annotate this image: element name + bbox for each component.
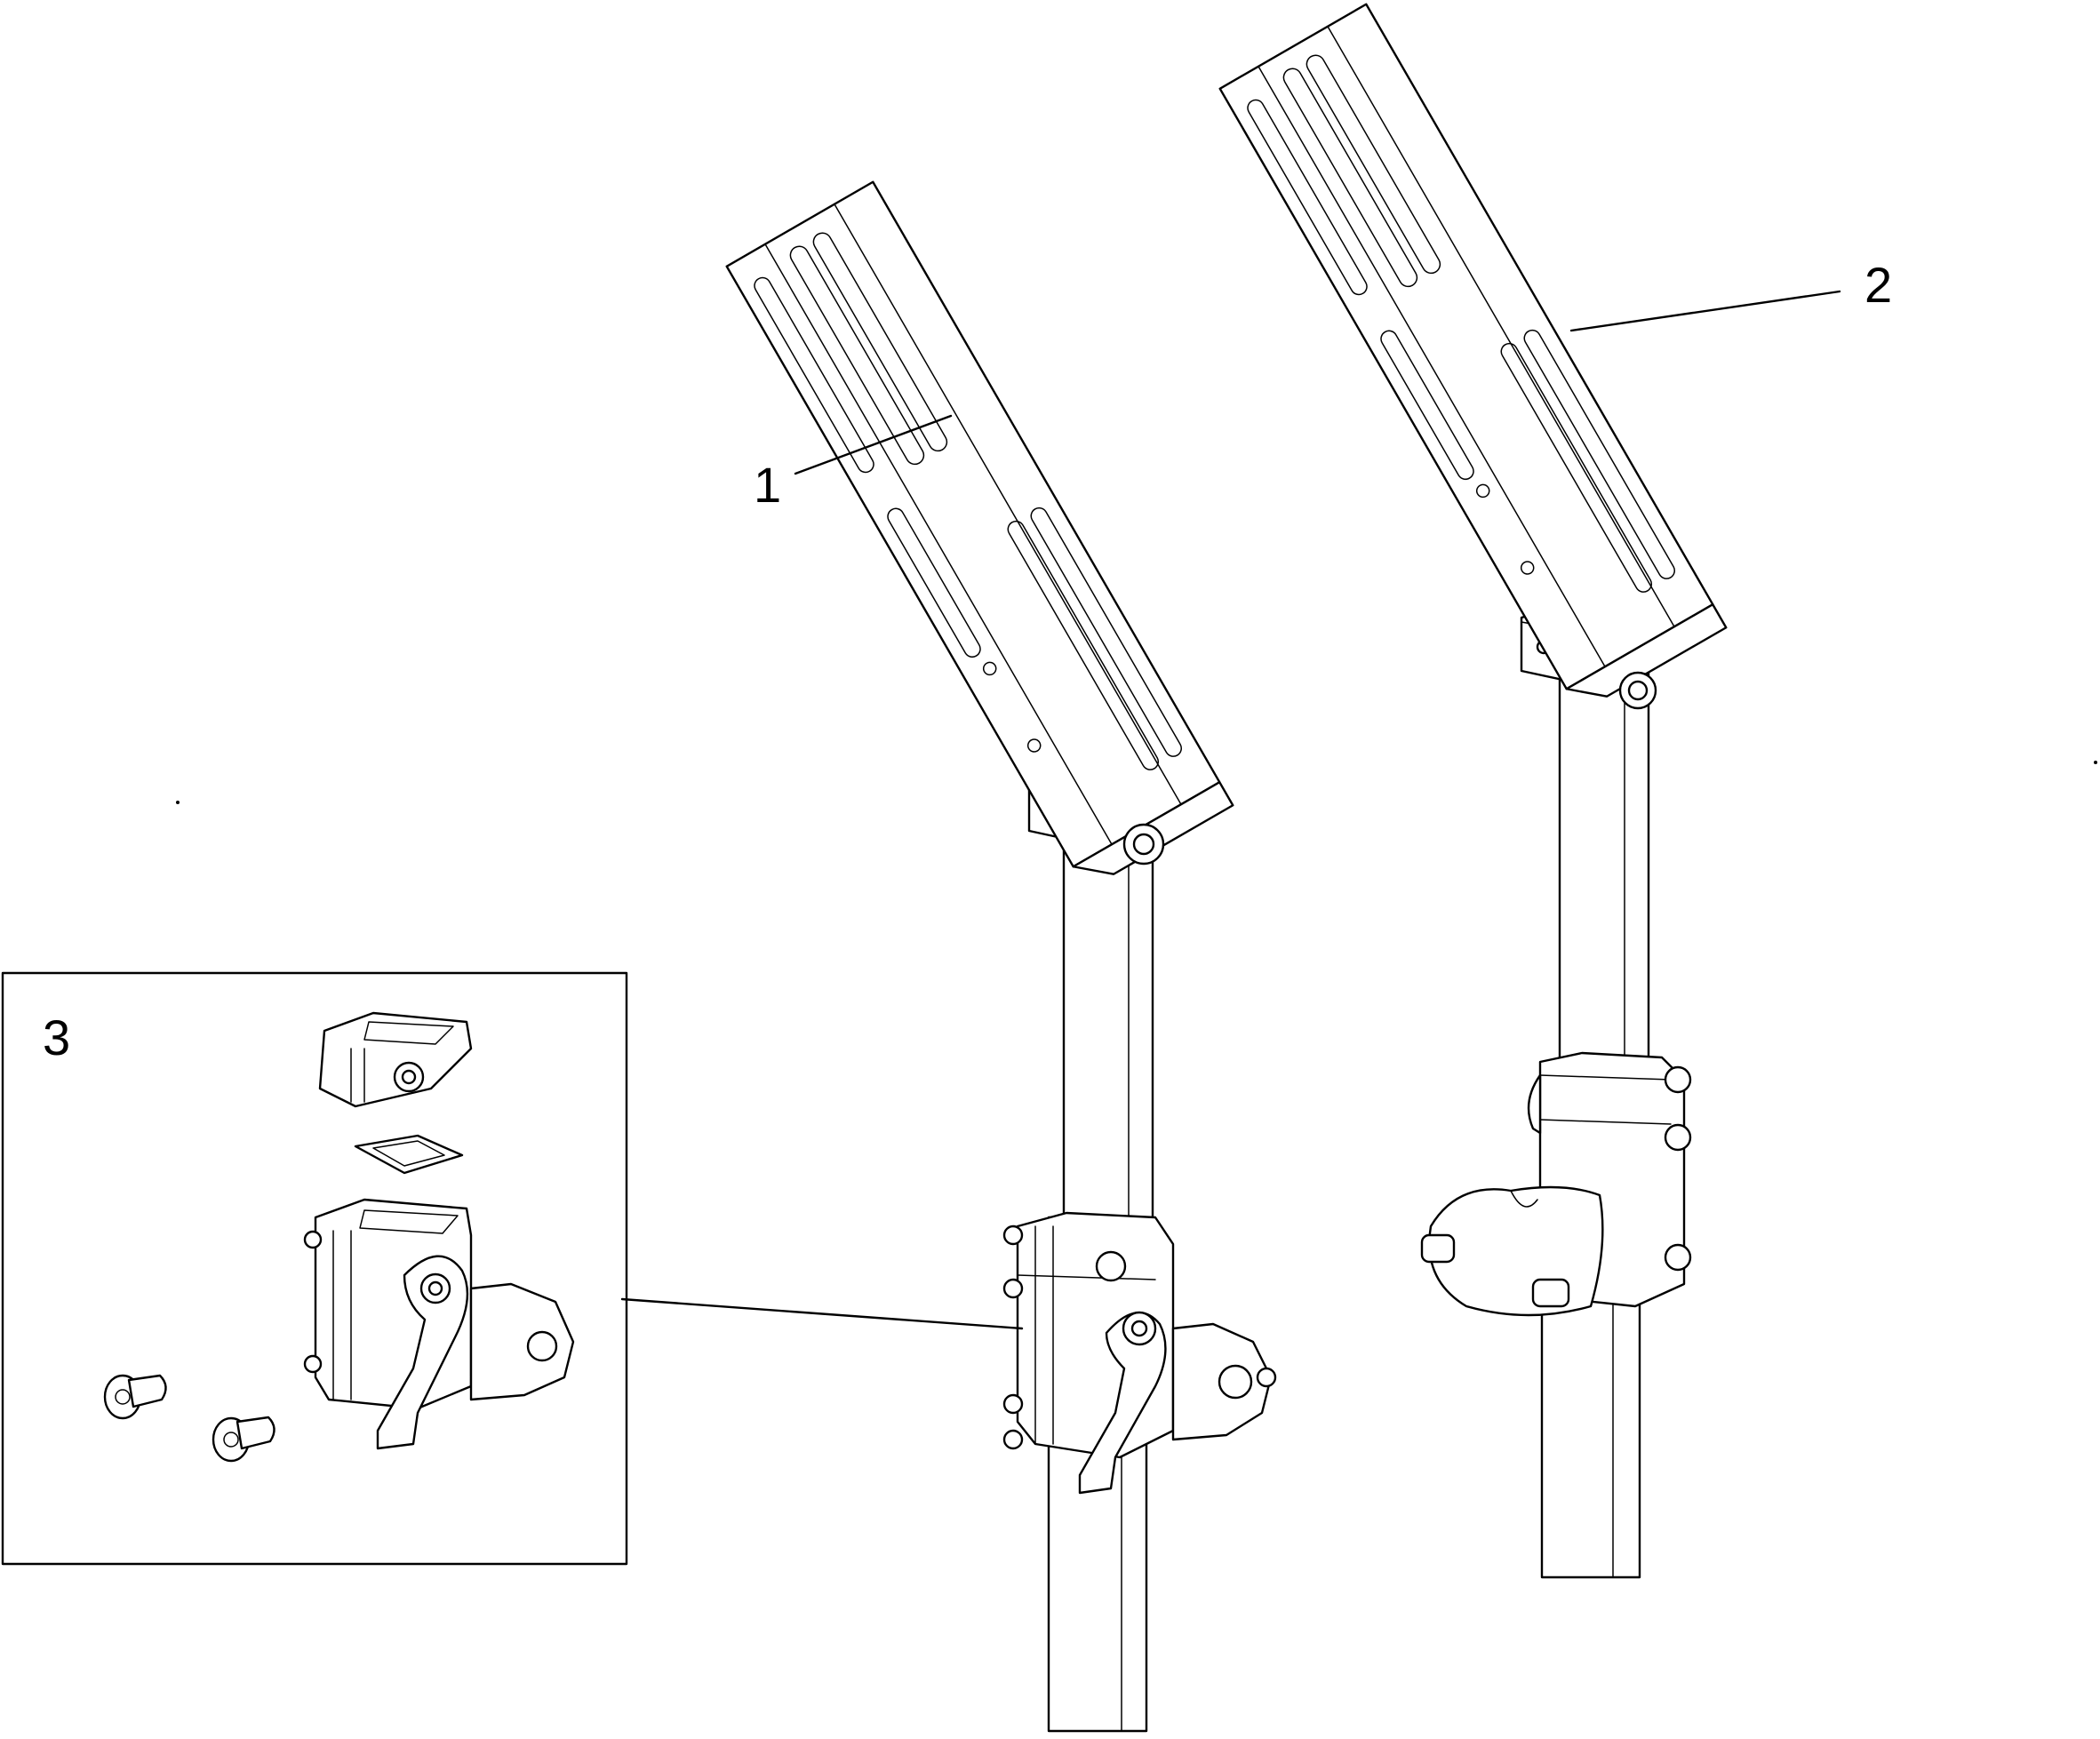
- detail-box-3: [1, 971, 628, 1566]
- assembly-1-upper-tube: [1062, 842, 1154, 1219]
- detail-screw-2: [212, 1416, 275, 1463]
- stray-dot: [2094, 761, 2097, 764]
- assembly-2-lower-tube: [1540, 1287, 1641, 1579]
- detail-gasket-ring: [354, 1134, 464, 1175]
- stray-dot: [176, 801, 180, 804]
- leader-lines: [620, 290, 1841, 1330]
- assembly-1-lower-clamp: [1002, 1211, 1277, 1495]
- assembly-2-pivot-bolt: [1618, 671, 1657, 710]
- detail-screw-1: [103, 1374, 167, 1420]
- detail-main-clamp: [303, 1198, 575, 1450]
- assembly-2-mount-plate: [1420, 1185, 1604, 1317]
- assembly-2-slotted-arm: [1218, 3, 1728, 698]
- leader-line-2: [1569, 290, 1841, 332]
- callout-label-2: 2: [1864, 257, 1892, 313]
- leader-line-3: [620, 1297, 1024, 1330]
- callout-label-1: 1: [754, 457, 781, 513]
- detail-top-clamp: [318, 1011, 473, 1108]
- assembly-1-slotted-arm: [725, 180, 1234, 875]
- assembly-2: [1218, 3, 1728, 1579]
- assembly-1-pivot-bolt: [1122, 823, 1165, 866]
- leader-line-1: [794, 414, 953, 475]
- assembly-1: [725, 180, 1277, 1733]
- assembly-2-upper-tube: [1558, 651, 1650, 1081]
- callout-label-3: 3: [43, 1009, 70, 1065]
